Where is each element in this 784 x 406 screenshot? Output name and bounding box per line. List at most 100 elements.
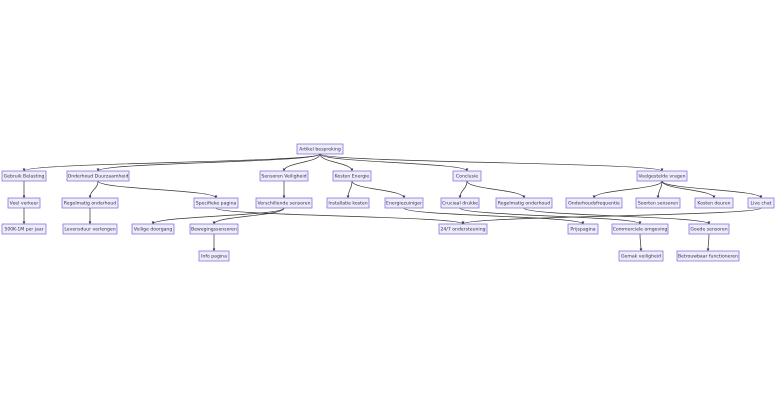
node-box [66, 170, 130, 182]
node-box [131, 223, 175, 235]
node-box [495, 197, 553, 209]
node-box [567, 223, 599, 235]
edge-artikel-to-sensoren-veiligheid [282, 153, 321, 172]
node-box [255, 197, 313, 209]
node-box [61, 197, 119, 209]
node-label: Levensduur verlengen [64, 227, 115, 233]
node-label: Soorten sensoren [638, 201, 678, 207]
edge-specifieke-to-ondersteuning [215, 207, 465, 225]
node-box [189, 223, 239, 235]
node-commerciele: Commerciele omgeving [611, 223, 669, 235]
edge-conclusie-to-regelmatig-2 [466, 180, 526, 199]
edge-artikel-to-kosten-energie [319, 153, 354, 172]
node-veelgestelde: Veelgestelde vragen [636, 170, 688, 182]
node-gebruik: Gebruik Belasting [1, 170, 47, 182]
node-energiezuiniger: Energiezuiniger [384, 197, 424, 209]
node-box [1, 170, 47, 182]
node-label: Cruciaal drukke [442, 201, 478, 207]
node-box [296, 143, 344, 155]
edge-artikel-to-gebruik [22, 153, 321, 172]
node-label: Goede sensoren [690, 227, 727, 233]
node-label: Live chat [751, 201, 772, 207]
node-label: Info pagina [201, 254, 227, 260]
node-soorten: Soorten sensoren [635, 197, 681, 209]
edge-artikel-to-veelgestelde [319, 153, 664, 172]
node-label: Veilige doorgang [134, 227, 173, 233]
node-prijspagina: Prijspagina [567, 223, 599, 235]
node-label: Gebruik Belasting [4, 174, 45, 180]
node-label: Conclusie [456, 174, 478, 180]
node-label: Kosten Energie [335, 174, 370, 180]
node-cruciaal: Cruciaal drukke [440, 197, 480, 209]
node-box [636, 170, 688, 182]
node-onderhoud-duurzaam: Onderhoud Duurzaamheid [66, 170, 130, 182]
edge-artikel-to-onderhoud-duurzaam [96, 153, 321, 172]
edge-veelgestelde-to-soorten [656, 180, 663, 199]
edge-artikel-to-conclusie [319, 153, 469, 172]
node-passanten: 500K-1M per jaar [1, 223, 47, 235]
node-label: Prijspagina [570, 227, 595, 233]
edge-verschillende-to-veilige [151, 207, 285, 225]
node-box [452, 170, 482, 182]
node-box [193, 197, 239, 209]
node-box [7, 197, 41, 209]
node-box [440, 197, 480, 209]
edge-veelgestelde-to-live-chat [661, 180, 763, 199]
node-onderhoudsfreq: Onderhoudsfrequentie [565, 197, 623, 209]
node-box [688, 223, 730, 235]
node-box [332, 170, 372, 182]
node-box [384, 197, 424, 209]
node-info-pagina: Info pagina [198, 250, 230, 262]
node-label: Kosten deuren [697, 201, 730, 207]
node-box [1, 223, 47, 235]
node-label: Commerciele omgeving [613, 227, 668, 233]
node-box [618, 250, 664, 262]
node-box [694, 197, 734, 209]
node-label: Installatie kosten [328, 201, 367, 207]
node-ondersteuning: 24/7 ondersteuning [438, 223, 488, 235]
node-box [747, 197, 775, 209]
node-betrouwbaar: Betrouwbaar functioneren [676, 250, 740, 262]
node-label: Regelmatig onderhoud [64, 201, 116, 207]
edge-veelgestelde-to-onderhoudsfreq [592, 180, 663, 199]
node-label: Gemak veiligheid [621, 254, 661, 260]
edge-kosten-energie-to-installatie [346, 180, 353, 199]
node-verschillende: Verschillende sensoren [255, 197, 313, 209]
edge-energiezuiniger-to-prijspagina [403, 207, 585, 225]
node-box [611, 223, 669, 235]
node-conclusie: Conclusie [452, 170, 482, 182]
edge-conclusie-to-cruciaal [458, 180, 468, 199]
node-box [635, 197, 681, 209]
node-levensduur: Levensduur verlengen [62, 223, 118, 235]
edge-onderhoud-duurzaam-to-regelmatig-1 [88, 180, 99, 199]
node-label: Bewegingssensoren [191, 227, 237, 233]
node-installatie: Installatie kosten [326, 197, 370, 209]
node-label: Veelgestelde vragen [638, 174, 685, 180]
node-box [198, 250, 230, 262]
node-label: 500K-1M per jaar [4, 227, 43, 233]
node-label: Onderhoudsfrequentie [568, 201, 620, 207]
node-kosten-deuren: Kosten deuren [694, 197, 734, 209]
node-label: Regelmatig onderhoud [498, 201, 550, 207]
node-regelmatig-1: Regelmatig onderhoud [61, 197, 119, 209]
node-label: Onderhoud Duurzaamheid [68, 174, 129, 180]
node-label: Specifieke pagina [196, 201, 237, 207]
edge-onderhoud-duurzaam-to-specifieke [97, 180, 218, 199]
node-label: Energiezuiniger [386, 201, 422, 207]
edge-veelgestelde-to-kosten-deuren [661, 180, 716, 199]
node-label: Artikel bespreking [299, 147, 341, 153]
node-label: 24/7 ondersteuning [440, 227, 485, 233]
node-box [676, 250, 740, 262]
node-label: Verschillende sensoren [258, 201, 311, 207]
edge-commerciele-to-gemak [639, 233, 643, 252]
node-veel-verkeer: Veel verkeer [7, 197, 41, 209]
node-box [438, 223, 488, 235]
edges-layer [22, 153, 763, 252]
edge-live-chat-to-ondersteuning [461, 207, 762, 225]
node-label: Betrouwbaar functioneren [678, 254, 738, 260]
node-box [326, 197, 370, 209]
node-veilige: Veilige doorgang [131, 223, 175, 235]
node-sensoren-veiligheid: Sensoren Veiligheid [259, 170, 309, 182]
